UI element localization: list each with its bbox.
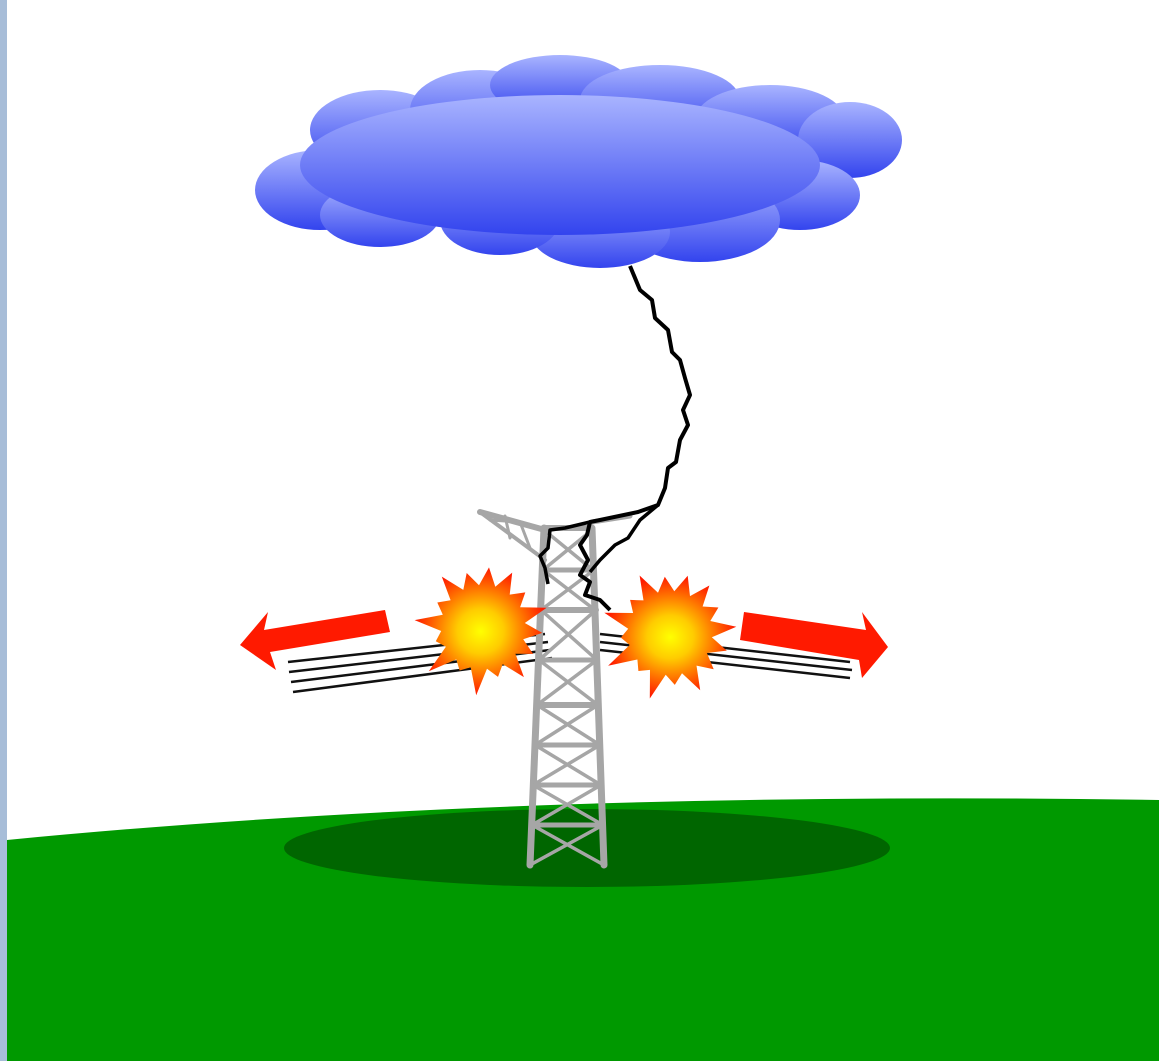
- left-border-strip: [0, 0, 7, 1061]
- tower-shadow: [284, 809, 890, 887]
